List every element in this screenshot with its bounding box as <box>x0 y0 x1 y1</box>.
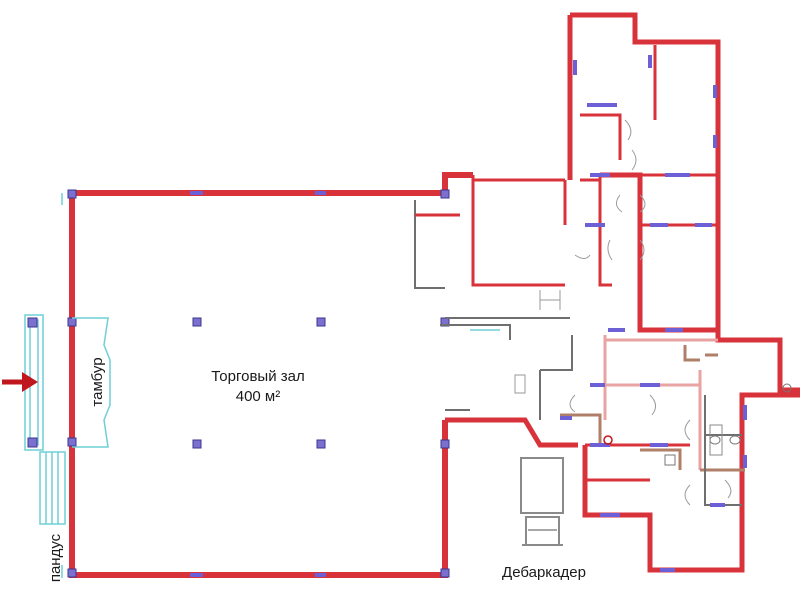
sanitary-fixtures <box>603 383 792 466</box>
hall-label: Торговый зал <box>211 368 304 385</box>
office-windows <box>560 55 747 572</box>
entrance-arrow-icon <box>2 372 38 392</box>
dock-label: Дебаркадер <box>502 564 586 581</box>
ramp-label: пандус <box>47 533 64 582</box>
truck-icon <box>520 457 564 546</box>
ramp <box>39 451 66 525</box>
hall-area: 400 м² <box>236 388 281 405</box>
central-rooms <box>414 175 612 420</box>
hall-columns <box>67 189 450 578</box>
tambour-label: тамбур <box>89 357 106 406</box>
sales-hall-walls <box>69 172 578 578</box>
hall-windows <box>190 191 326 577</box>
office-doors <box>569 119 732 506</box>
office-block-walls <box>560 12 800 573</box>
